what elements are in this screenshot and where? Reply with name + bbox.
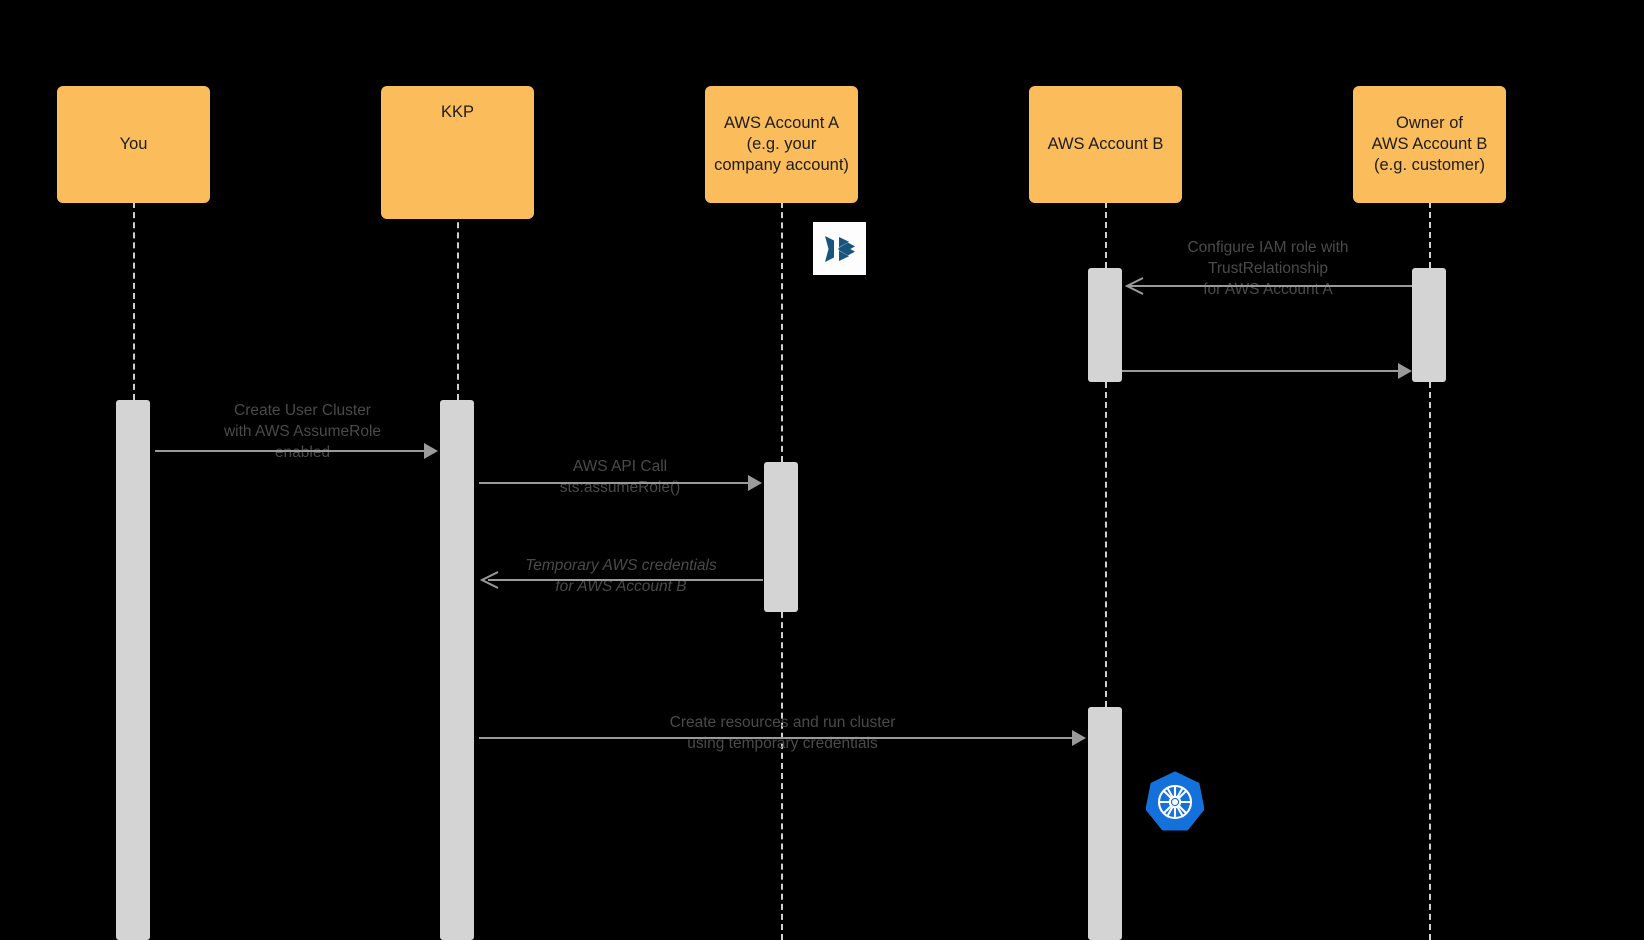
message-line-aws-api-call — [479, 482, 749, 484]
kubernetes-logo-icon — [1145, 771, 1205, 833]
activation-aws-a — [764, 462, 798, 612]
message-label-create-user-cluster: Create User Cluster with AWS AssumeRole … — [223, 402, 382, 461]
lifeline-aws-a-2 — [781, 612, 783, 940]
message-label-configure-iam-role: Configure IAM role with TrustRelationshi… — [1187, 239, 1349, 298]
lifeline-aws-b — [1105, 202, 1107, 268]
message-line-create-user-cluster — [155, 450, 425, 452]
actor-aws-account-a[interactable]: AWS Account A (e.g. your company account… — [705, 86, 858, 203]
arrowhead-open-left-temporary-credentials — [479, 571, 499, 589]
actor-you[interactable]: You — [57, 86, 210, 203]
message-line-iam-role-response — [1122, 370, 1402, 372]
actor-kkp-label: KKP — [440, 103, 475, 121]
message-line-temporary-credentials — [488, 579, 763, 581]
lifeline-owner-b — [1429, 202, 1431, 268]
lifeline-owner-b-2 — [1429, 382, 1431, 940]
arrowhead-open-left-configure-iam — [1124, 277, 1144, 295]
arrowhead-solid-right-aws-api-call — [748, 475, 762, 491]
lifeline-kkp — [457, 202, 459, 400]
actor-you-label: You — [119, 135, 148, 153]
message-label-create-resources: Create resources and run cluster using t… — [669, 714, 896, 752]
arrowhead-solid-right-create-resources — [1072, 730, 1086, 746]
actor-aws-account-b[interactable]: AWS Account B — [1029, 86, 1182, 203]
actor-owner-of-aws-account-b[interactable]: Owner of AWS Account B (e.g. customer) — [1353, 86, 1506, 203]
activation-owner-b-top — [1412, 268, 1446, 382]
message-label-temporary-credentials: Temporary AWS credentials for AWS Accoun… — [525, 557, 717, 595]
lifeline-you — [133, 202, 135, 400]
lifeline-aws-a — [781, 202, 783, 462]
actor-aws-account-b-label: AWS Account B — [1047, 135, 1164, 153]
kkp-logo-icon — [813, 222, 866, 275]
activation-aws-b-top — [1088, 268, 1122, 382]
activation-you — [116, 400, 150, 940]
message-line-configure-iam-role — [1127, 285, 1412, 287]
arrowhead-solid-right-iam-role-response — [1398, 363, 1412, 379]
actor-aws-account-a-label: AWS Account A (e.g. your company account… — [714, 114, 849, 174]
message-label-aws-api-call: AWS API Call sts:assumeRole() — [559, 458, 681, 496]
lifeline-aws-b-2 — [1105, 382, 1107, 707]
activation-kkp — [440, 400, 474, 940]
actor-kkp[interactable]: KKP — [381, 86, 866, 275]
message-line-create-resources — [479, 737, 1073, 739]
arrowhead-solid-right-create-user-cluster — [424, 443, 438, 459]
activation-aws-b-bottom — [1088, 707, 1122, 940]
actor-owner-of-aws-account-b-label: Owner of AWS Account B (e.g. customer) — [1371, 114, 1488, 174]
